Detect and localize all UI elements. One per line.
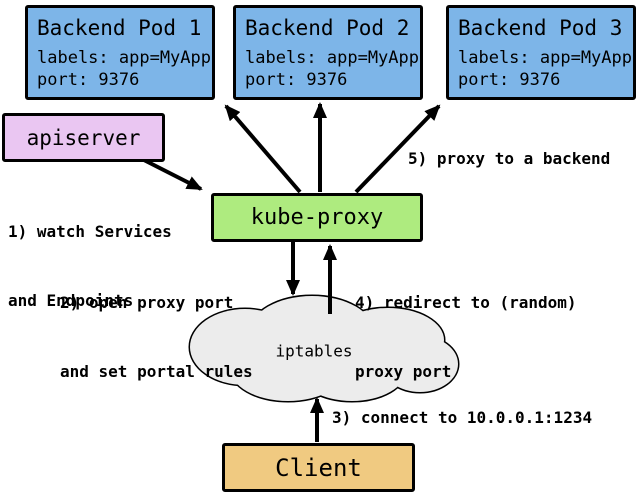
backend-pod-2-labels: labels: app=MyApp — [245, 48, 419, 68]
backend-pod-1-box: Backend Pod 1 labels: app=MyApp port: 93… — [25, 5, 215, 100]
annotation-step4-line1: 4) redirect to (random) — [355, 293, 577, 312]
annotation-step1-line2: and Endpoints — [8, 291, 134, 310]
backend-pod-3-labels: labels: app=MyApp — [458, 48, 632, 68]
annotation-step4: 4) redirect to (random) proxy port — [355, 245, 577, 429]
annotation-step4-line2: proxy port — [355, 362, 452, 381]
backend-pod-3-title: Backend Pod 3 — [458, 16, 623, 40]
backend-pod-2-title: Backend Pod 2 — [245, 16, 410, 40]
backend-pod-1-port: port: 9376 — [37, 70, 140, 90]
annotation-step2: 2) open proxy port and set portal rules — [60, 245, 253, 429]
backend-pod-3-port: port: 9376 — [458, 70, 561, 90]
client-label: Client — [275, 453, 362, 482]
apiserver-box: apiserver — [2, 113, 165, 162]
iptables-label: iptables — [275, 341, 353, 361]
arrow-kubeproxy-to-pod1 — [224, 104, 302, 194]
annotation-step1-line1: 1) watch Services — [8, 222, 172, 241]
apiserver-label: apiserver — [26, 125, 141, 150]
backend-pod-3-box: Backend Pod 3 labels: app=MyApp port: 93… — [446, 5, 636, 100]
backend-pod-2-box: Backend Pod 2 labels: app=MyApp port: 93… — [233, 5, 423, 100]
arrow-kubeproxy-to-pod3 — [354, 104, 441, 194]
annotation-step5: 5) proxy to a backend — [408, 149, 611, 168]
annotation-step1: 1) watch Services and Endpoints — [8, 174, 172, 358]
arrow-apiserver-to-kubeproxy — [139, 156, 203, 191]
iptables-cloud — [188, 294, 460, 403]
annotation-step2-line1: 2) open proxy port — [60, 293, 234, 312]
annotation-step2-line2: and set portal rules — [60, 362, 253, 381]
kube-proxy-label: kube-proxy — [250, 205, 384, 230]
client-box: Client — [222, 443, 415, 492]
backend-pod-2-port: port: 9376 — [245, 70, 348, 90]
annotation-step3: 3) connect to 10.0.0.1:1234 — [332, 408, 593, 427]
backend-pod-1-labels: labels: app=MyApp — [37, 48, 211, 68]
backend-pod-1-title: Backend Pod 1 — [37, 16, 202, 40]
kube-proxy-box: kube-proxy — [211, 193, 423, 242]
